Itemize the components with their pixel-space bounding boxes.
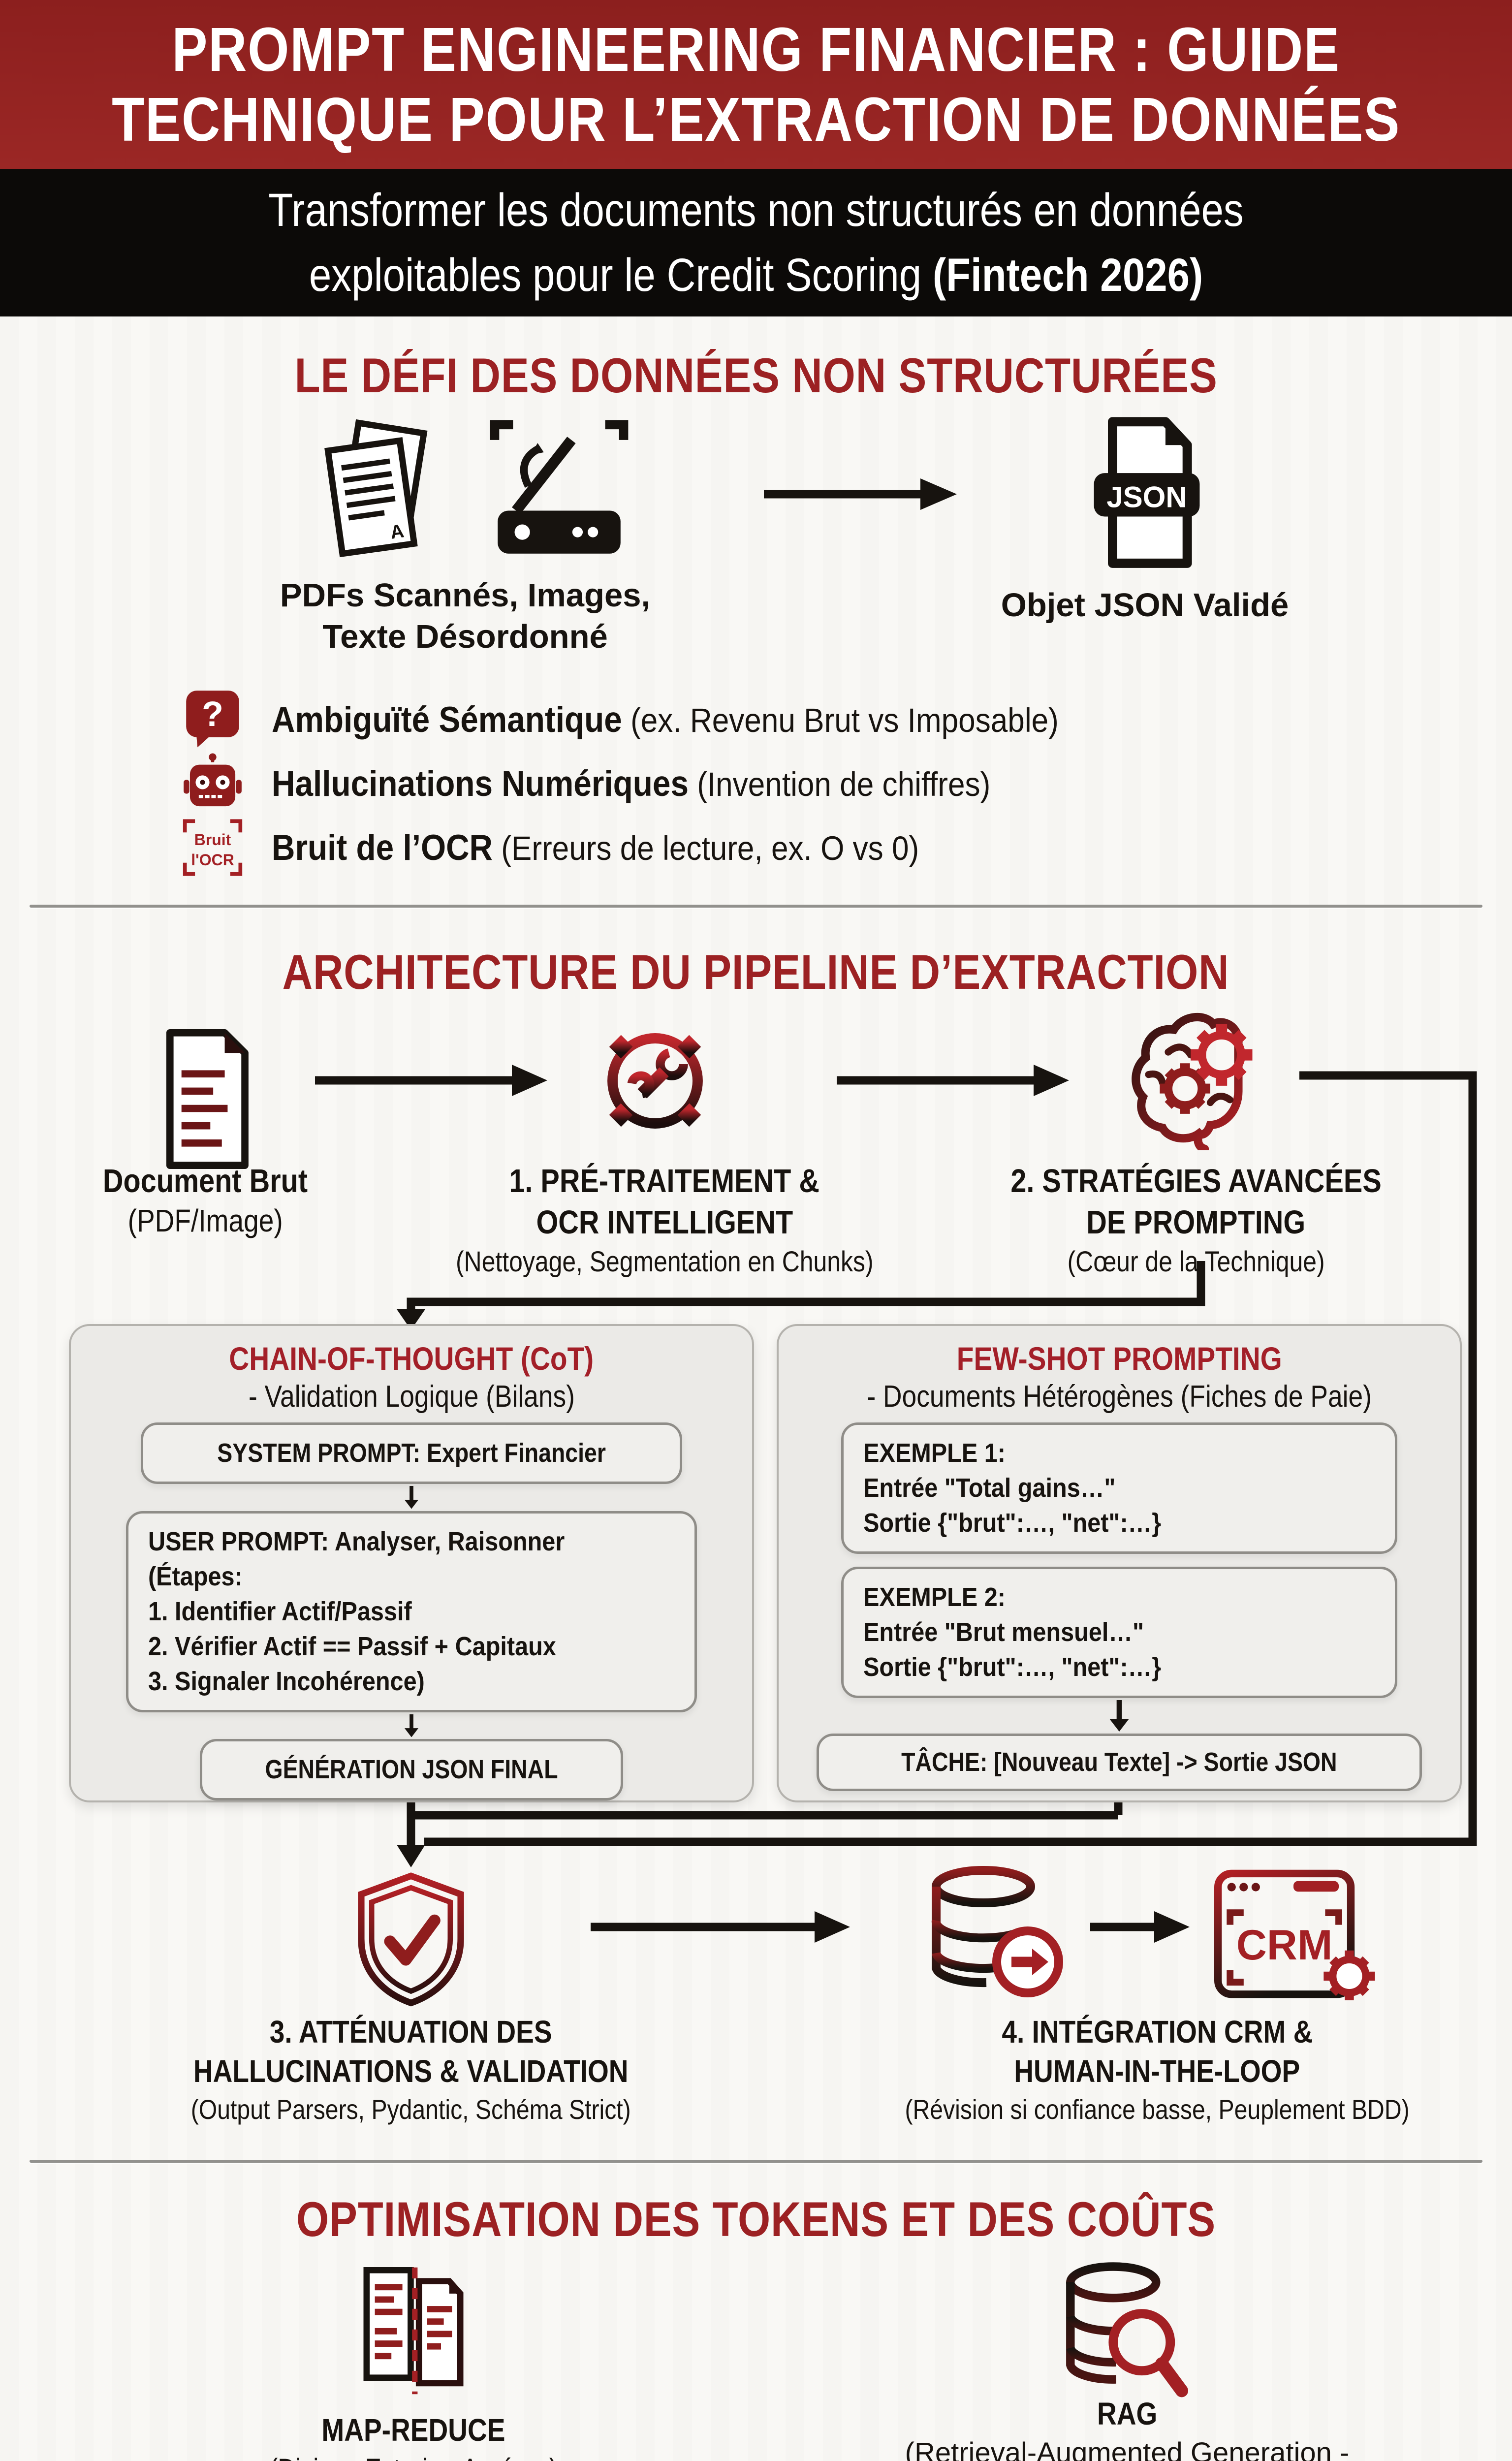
bullet-ocr-noise: Bruit l'OCR Bruit de l’OCR (Erreurs de l… — [181, 816, 991, 879]
stage1-label: 1. PRÉ-TRAITEMENT & OCR INTELLIGENT (Net… — [455, 1163, 874, 1278]
cot-title: CHAIN-OF-THOUGHT (CoT) — [229, 1340, 594, 1377]
bullet-hallucinations: Hallucinations Numériques (Invention de … — [181, 752, 1071, 815]
user-prompt-box: USER PROMPT: Analyser, Raisonner (Étapes… — [126, 1511, 697, 1712]
svg-text:l'OCR: l'OCR — [191, 851, 234, 869]
bullet-text: Bruit de l’OCR (Erreurs de lecture, ex. … — [272, 827, 919, 868]
challenge-heading: LE DÉFI DES DONNÉES NON STRUCTURÉES — [294, 348, 1218, 403]
map-reduce-icon — [363, 2267, 464, 2395]
subtitle-line1: Transformer les documents non structurés… — [268, 184, 1244, 236]
fewshot-box: FEW-SHOT PROMPTING - Documents Hétérogèn… — [777, 1324, 1462, 1802]
raw-document-icon — [166, 1029, 249, 1169]
optimization-heading: OPTIMISATION DES TOKENS ET DES COÛTS — [296, 2192, 1216, 2246]
ocr-noise-icon: Bruit l'OCR — [181, 816, 244, 879]
main-title-line1: PROMPT ENGINEERING FINANCIER : GUIDE — [172, 14, 1340, 84]
subtitle-line2: exploitables pour le Credit Scoring (Fin… — [309, 249, 1203, 301]
stage0-label: Document Brut (PDF/Image) — [102, 1163, 308, 1238]
rag-label: RAG (Retrieval-Augmented Generation - In… — [905, 2396, 1350, 2461]
pipeline-heading: ARCHITECTURE DU PIPELINE D’EXTRACTION — [283, 945, 1229, 999]
robot-icon — [181, 752, 244, 815]
fewshot-subtitle: - Documents Hétérogènes (Fiches de Paie) — [867, 1380, 1372, 1414]
rag-icon — [1066, 2262, 1189, 2398]
crm-label: CRM — [1236, 1922, 1333, 1969]
svg-text:?: ? — [202, 694, 223, 734]
stage4-label: 4. INTÉGRATION CRM & HUMAN-IN-THE-LOOP (… — [905, 2014, 1410, 2125]
svg-text:Bruit: Bruit — [194, 831, 231, 849]
example2-box: EXEMPLE 2: Entrée "Brut mensuel…" Sortie… — [841, 1567, 1397, 1698]
main-title-line2: TECHNIQUE POUR L’EXTRACTION DE DONNÉES — [111, 84, 1401, 154]
system-prompt-box: SYSTEM PROMPT: Expert Financier — [141, 1422, 682, 1484]
gear-wrench-icon — [598, 1024, 712, 1138]
stage2-label: 2. STRATÉGIES AVANCÉES DE PROMPTING (Cœu… — [1010, 1163, 1382, 1278]
section-divider — [30, 2160, 1482, 2163]
down-arrow-icon — [404, 1486, 419, 1509]
input-docs-label: PDFs Scannés, Images, Texte Désordonné — [280, 577, 651, 655]
bullet-text: Hallucinations Numériques (Invention de … — [272, 763, 991, 804]
json-generation-box: GÉNÉRATION JSON FINAL — [200, 1739, 623, 1800]
flow-connectors — [315, 1065, 1477, 1943]
bullet-semantic-ambiguity: ? Ambiguïté Sémantique (ex. Revenu Brut … — [181, 688, 1146, 751]
json-badge-label: JSON — [1106, 481, 1187, 514]
arrow-right-icon — [764, 478, 957, 510]
database-sync-icon — [931, 1866, 1063, 1997]
map-reduce-label: MAP-REDUCE (Diviser, Extraire, Agréger) — [270, 2412, 558, 2461]
output-json-label: Objet JSON Validé — [1001, 587, 1289, 624]
task-box: TÂCHE: [Nouveau Texte] -> Sortie JSON — [817, 1734, 1422, 1791]
scanner-icon — [490, 420, 629, 554]
bullet-text: Ambiguïté Sémantique (ex. Revenu Brut vs… — [272, 699, 1059, 740]
section-divider — [30, 905, 1482, 908]
down-arrow-icon — [1109, 1700, 1129, 1732]
json-file-icon: JSON — [1094, 417, 1200, 568]
fewshot-title: FEW-SHOT PROMPTING — [956, 1340, 1282, 1377]
example1-box: EXEMPLE 1: Entrée "Total gains…" Sortie … — [841, 1422, 1397, 1554]
question-bubble-icon: ? — [181, 688, 244, 751]
svg-text:A: A — [389, 520, 405, 543]
brain-gears-icon — [1132, 1012, 1253, 1150]
scanned-docs-icon: A — [324, 419, 428, 558]
cot-subtitle: - Validation Logique (Bilans) — [248, 1380, 575, 1414]
crm-window-icon: CRM — [1214, 1869, 1375, 2000]
shield-check-icon — [358, 1872, 464, 2007]
cot-box: CHAIN-OF-THOUGHT (CoT) - Validation Logi… — [69, 1324, 754, 1802]
down-arrow-icon — [404, 1714, 419, 1737]
header-banner: PROMPT ENGINEERING FINANCIER : GUIDE TEC… — [0, 0, 1512, 169]
subtitle-bold: (Fintech 2026) — [932, 249, 1203, 301]
stage3-label: 3. ATTÉNUATION DES HALLUCINATIONS & VALI… — [191, 2014, 631, 2125]
subtitle-band: Transformer les documents non structurés… — [0, 169, 1512, 316]
